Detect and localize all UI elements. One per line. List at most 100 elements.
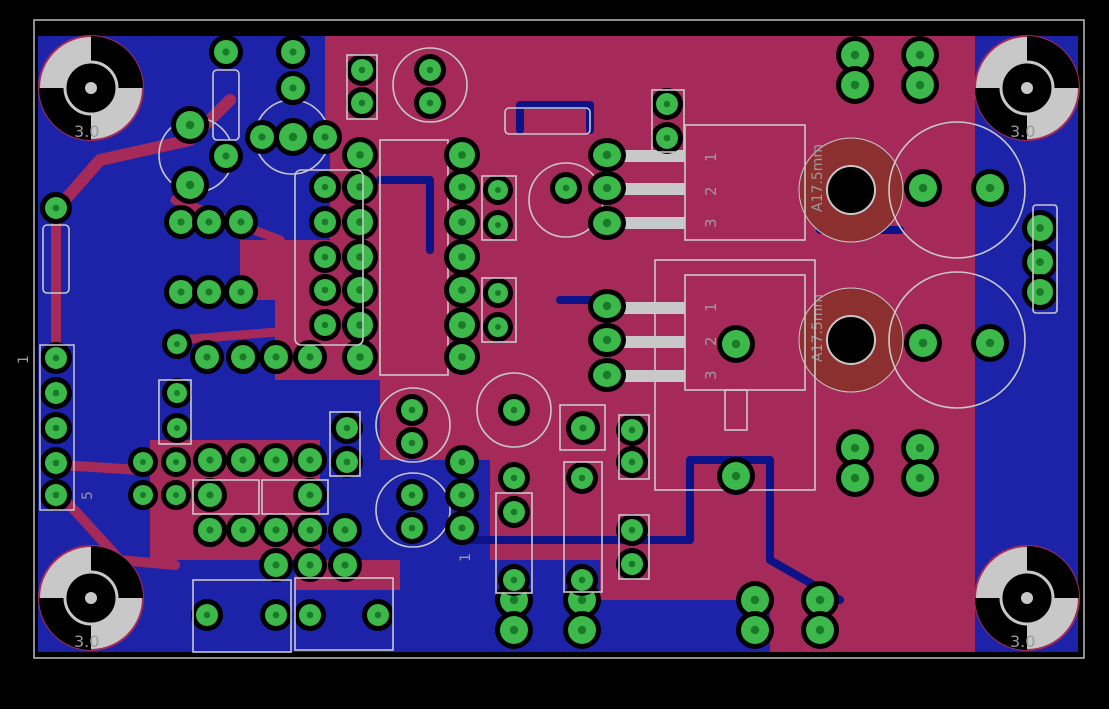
pad-drill: [239, 456, 247, 464]
pad-drill: [985, 338, 995, 348]
heatsink-label-2: A17.5mm: [810, 294, 826, 362]
pad-drill: [173, 492, 179, 498]
pad-drill: [850, 80, 860, 90]
pad-drill: [850, 443, 860, 453]
pad-drill: [321, 253, 329, 261]
pad-drill: [602, 150, 612, 160]
pad-drill: [458, 253, 466, 261]
pad-drill: [408, 491, 416, 499]
pad-drill: [140, 459, 146, 465]
pad-drill: [341, 561, 349, 569]
pad-drill: [258, 133, 266, 141]
pad-drill: [343, 458, 351, 466]
pad-drill: [173, 459, 179, 465]
pad-drill: [321, 183, 329, 191]
pad-drill: [510, 406, 518, 414]
pad-drill: [272, 526, 280, 534]
u2-pin-1: 1: [702, 302, 720, 312]
pad-drill: [731, 339, 741, 349]
pad-drill: [602, 335, 612, 345]
u1-pin-2: 2: [702, 186, 720, 196]
pad-drill: [239, 353, 247, 361]
pad-drill: [306, 456, 314, 464]
pad-drill: [426, 99, 434, 107]
resistor-outlines: [42, 69, 748, 431]
pad-drill: [185, 120, 195, 130]
pad-drill: [408, 406, 416, 414]
pad-drill: [458, 151, 466, 159]
u2-pin-2: 2: [702, 336, 720, 346]
small-cap-outlines: [158, 54, 1058, 653]
capacitor-outlines: [158, 47, 1026, 548]
connector-j1: [39, 344, 75, 511]
pad-drill: [203, 353, 211, 361]
pad-drill: [289, 84, 297, 92]
pad-drill: [510, 474, 518, 482]
pad-drill: [177, 288, 185, 296]
pad-drill: [562, 184, 570, 192]
pad-drill: [1036, 288, 1044, 296]
hole-label-bl: 3.0: [74, 632, 99, 651]
mounting-hole-bl: [38, 545, 144, 651]
pad-drill: [750, 625, 760, 635]
pad-drill: [628, 426, 636, 434]
pad-drill: [458, 183, 466, 191]
pad-drill: [495, 290, 501, 296]
pad-drill: [356, 353, 364, 361]
misc-label-1: 1: [458, 553, 474, 562]
pad-drill: [206, 526, 214, 534]
mounting-hole-tr: [974, 35, 1080, 141]
pad-drill: [495, 222, 501, 228]
pad-drill: [203, 611, 211, 619]
pad-drill: [177, 218, 185, 226]
pad-drill: [750, 595, 760, 605]
pad-drill: [850, 50, 860, 60]
u2-pin-3: 3: [702, 370, 720, 380]
pad-drill: [222, 48, 230, 56]
pad-drill: [628, 560, 636, 568]
pad-drill: [509, 625, 519, 635]
pad-drill: [458, 353, 466, 361]
pad-drill: [306, 491, 314, 499]
pad-drill: [321, 286, 329, 294]
hole-label-br: 3.0: [1010, 632, 1035, 651]
pad-drill: [374, 611, 382, 619]
pad-drill: [356, 151, 364, 159]
pad-drill: [52, 389, 60, 397]
pad-drill: [577, 595, 587, 605]
pad-drill: [288, 132, 298, 142]
pad-drill: [52, 354, 60, 362]
pad-drill: [458, 321, 466, 329]
pad-drill: [272, 561, 280, 569]
pad-drill: [237, 218, 245, 226]
pad-drill: [185, 180, 195, 190]
pad-drill: [321, 133, 329, 141]
pad-drill: [602, 301, 612, 311]
pad-drill: [458, 458, 466, 466]
component-pads: [40, 35, 1058, 649]
pad-drill: [356, 253, 364, 261]
pad-drill: [1036, 224, 1044, 232]
pad-drill: [915, 80, 925, 90]
pad-drill: [850, 473, 860, 483]
pad-drill: [495, 187, 501, 193]
pad-drill: [272, 353, 280, 361]
pad-drill: [458, 286, 466, 294]
pad-drill: [663, 100, 671, 108]
pad-drill: [358, 99, 366, 107]
pad-drill: [52, 424, 60, 432]
pad-drill: [321, 321, 329, 329]
pad-drill: [306, 561, 314, 569]
pad-drill: [52, 204, 60, 212]
pad-drill: [140, 492, 146, 498]
pad-drill: [356, 321, 364, 329]
pad-drill: [815, 595, 825, 605]
mounting-hole-br: [974, 545, 1080, 651]
pad-drill: [915, 443, 925, 453]
pad-drill: [222, 152, 230, 160]
connector-label-1: 1: [16, 355, 32, 364]
pad-drill: [408, 524, 416, 532]
pad-drill: [577, 625, 587, 635]
pad-drill: [205, 218, 213, 226]
